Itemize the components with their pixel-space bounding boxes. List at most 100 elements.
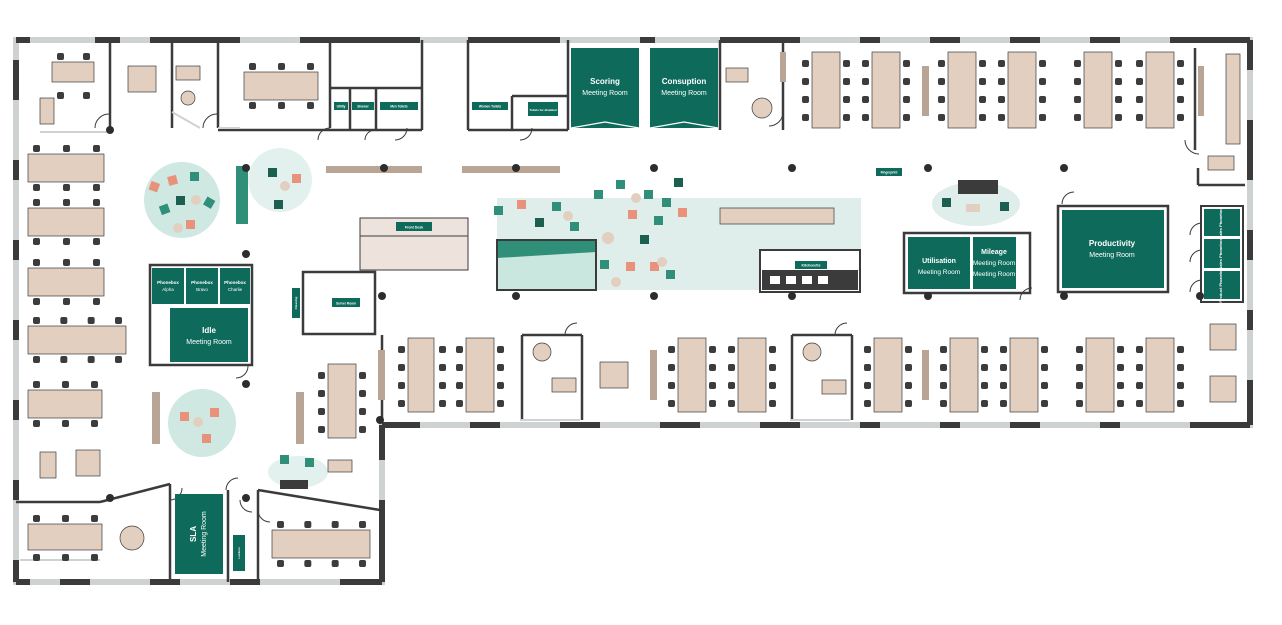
chair <box>769 364 776 371</box>
chair <box>91 515 98 522</box>
chair <box>497 400 504 407</box>
phonebox-sub: Bravo <box>196 287 208 292</box>
chair <box>981 400 988 407</box>
chair <box>1177 114 1184 121</box>
chair <box>940 382 947 389</box>
chair <box>87 317 95 324</box>
chair <box>998 60 1005 67</box>
chair <box>862 60 869 67</box>
chair <box>304 521 312 528</box>
chair <box>769 346 776 353</box>
chair <box>33 381 40 388</box>
room-sub: Meeting Room <box>918 269 960 276</box>
room-name: Idle <box>202 326 216 335</box>
meeting-room-utilisation[interactable]: Utilisation Meeting Room <box>902 231 1032 295</box>
chair <box>668 382 675 389</box>
chair <box>728 400 735 407</box>
front-desk[interactable]: Front Desk <box>359 217 469 271</box>
meeting-room-sla[interactable]: SLA Meeting Room <box>175 494 223 574</box>
chair <box>277 560 284 567</box>
chair <box>456 346 463 353</box>
chair <box>938 96 945 103</box>
chair <box>1136 382 1143 389</box>
chair <box>33 317 40 324</box>
chair <box>1074 114 1081 121</box>
chair <box>1074 60 1081 67</box>
chair <box>1177 364 1184 371</box>
room-sub: Meeting Room <box>186 339 232 346</box>
chair <box>331 560 339 567</box>
chair <box>93 238 100 245</box>
chair <box>843 78 850 85</box>
building-outline <box>13 37 1253 585</box>
chair <box>83 92 90 99</box>
chair <box>728 364 735 371</box>
chair <box>802 96 809 103</box>
chair <box>802 114 809 121</box>
chair <box>903 114 910 121</box>
room-name: SLA <box>189 526 198 542</box>
round-tables <box>119 90 822 551</box>
chair <box>864 364 871 371</box>
men-toilets-label: Men Toilets <box>390 105 408 109</box>
chair <box>709 382 716 389</box>
right-room-2[interactable] <box>1204 239 1240 268</box>
chair <box>91 381 98 388</box>
chair <box>115 317 122 324</box>
chair <box>668 364 675 371</box>
chair <box>905 364 912 371</box>
chair <box>981 382 988 389</box>
chair <box>33 238 40 245</box>
chair <box>843 114 850 121</box>
chair <box>1039 78 1046 85</box>
chair <box>57 92 64 99</box>
chair <box>93 184 100 191</box>
room-name: Consuption <box>662 77 707 86</box>
kitchenette[interactable]: Kitchenette <box>759 249 861 293</box>
chair <box>62 515 69 522</box>
meeting-room-scoring[interactable]: Scoring Meeting Room <box>570 48 640 129</box>
phonebox-bravo[interactable]: Phonebox Bravo <box>186 268 218 304</box>
chair <box>709 400 716 407</box>
chair <box>93 145 100 152</box>
women-toilets-label: Women Toilets <box>479 105 502 109</box>
chair <box>1076 400 1083 407</box>
chair <box>979 60 986 67</box>
chair <box>33 259 40 266</box>
phonebox-alpha[interactable]: Phonebox Alpha <box>152 268 184 304</box>
chair <box>497 364 504 371</box>
chair <box>1039 114 1046 121</box>
utility-label: Utility <box>337 105 346 109</box>
meeting-room-mileage[interactable]: Mileage Meeting Room Meeting Room <box>973 237 1016 289</box>
structural-columns <box>106 126 1204 502</box>
meeting-room-productivity[interactable]: Productivity Meeting Room <box>1056 204 1170 294</box>
chair <box>33 515 40 522</box>
chair <box>33 356 40 363</box>
meeting-room-idle[interactable]: Idle Meeting Room <box>148 263 254 367</box>
chair <box>1136 60 1143 67</box>
chair <box>1041 364 1048 371</box>
chair <box>1041 346 1048 353</box>
chair <box>91 420 98 427</box>
chair <box>668 400 675 407</box>
chair <box>307 102 314 109</box>
chair <box>63 259 70 266</box>
right-room-3[interactable] <box>1204 271 1240 299</box>
chair <box>1177 382 1184 389</box>
right-room-1[interactable] <box>1204 209 1240 236</box>
chair <box>60 317 68 324</box>
chair <box>1041 400 1048 407</box>
chair <box>277 521 284 528</box>
chair <box>359 372 366 379</box>
phonebox-charlie[interactable]: Phonebox Charlie <box>220 268 250 304</box>
meeting-room-consuption[interactable]: Consuption Meeting Room <box>649 48 719 129</box>
interior-walls <box>16 40 1245 582</box>
kitchenette-label: Kitchenette <box>801 264 820 268</box>
chair <box>864 382 871 389</box>
side-counters <box>152 52 1204 444</box>
chair <box>456 382 463 389</box>
chair <box>63 298 70 305</box>
chair <box>940 364 947 371</box>
chair <box>33 199 40 206</box>
chair <box>843 96 850 103</box>
